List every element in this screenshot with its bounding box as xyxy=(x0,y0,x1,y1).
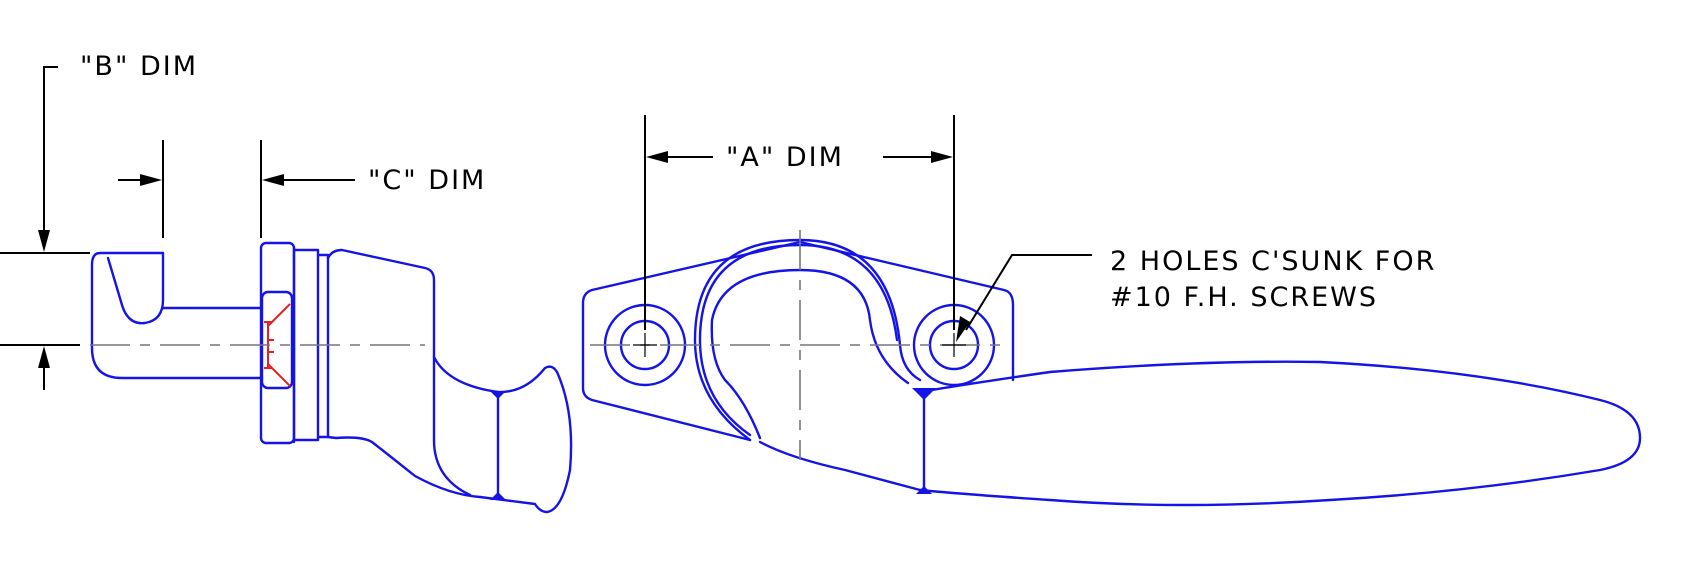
weld-mark-bottom xyxy=(490,492,506,500)
dimension-lines xyxy=(0,66,1092,390)
flange-plate-outer xyxy=(259,241,296,445)
lock-body-inner xyxy=(432,355,472,497)
b-dim-label: "B" DIM xyxy=(80,51,198,82)
cam-slot xyxy=(710,268,910,440)
a-dim-arrow-left xyxy=(646,151,668,163)
handle-outline xyxy=(758,360,1642,507)
side-view xyxy=(90,241,573,514)
b-dim-arrow-up xyxy=(38,346,50,368)
holes-leader-arrow xyxy=(956,316,970,342)
c-dim-arrow-right xyxy=(262,174,284,186)
holes-callout-line1: 2 HOLES C'SUNK FOR xyxy=(1110,246,1437,277)
cam-inner-arc xyxy=(698,243,899,437)
c-dim-arrow-left xyxy=(140,174,162,186)
lock-body-outline xyxy=(326,248,573,514)
plan-view xyxy=(581,230,1642,507)
handle-weld-bottom xyxy=(916,486,932,494)
b-dim-leader xyxy=(43,66,58,244)
keeper-hook-outline xyxy=(90,251,264,380)
handle-weld-top xyxy=(912,388,936,400)
weld-mark-top xyxy=(491,392,505,399)
b-dim-arrow-down xyxy=(38,230,50,252)
flange-plate-inner xyxy=(260,290,294,390)
base-plate-outline xyxy=(581,240,1015,442)
c-dim-label: "C" DIM xyxy=(368,165,487,196)
holes-callout-line2: #10 F.H. SCREWS xyxy=(1110,282,1378,313)
a-dim-arrow-right xyxy=(931,151,953,163)
a-dim-label: "A" DIM xyxy=(726,142,844,173)
hole-crosshairs xyxy=(633,333,966,357)
holes-leader-line xyxy=(965,254,1092,331)
